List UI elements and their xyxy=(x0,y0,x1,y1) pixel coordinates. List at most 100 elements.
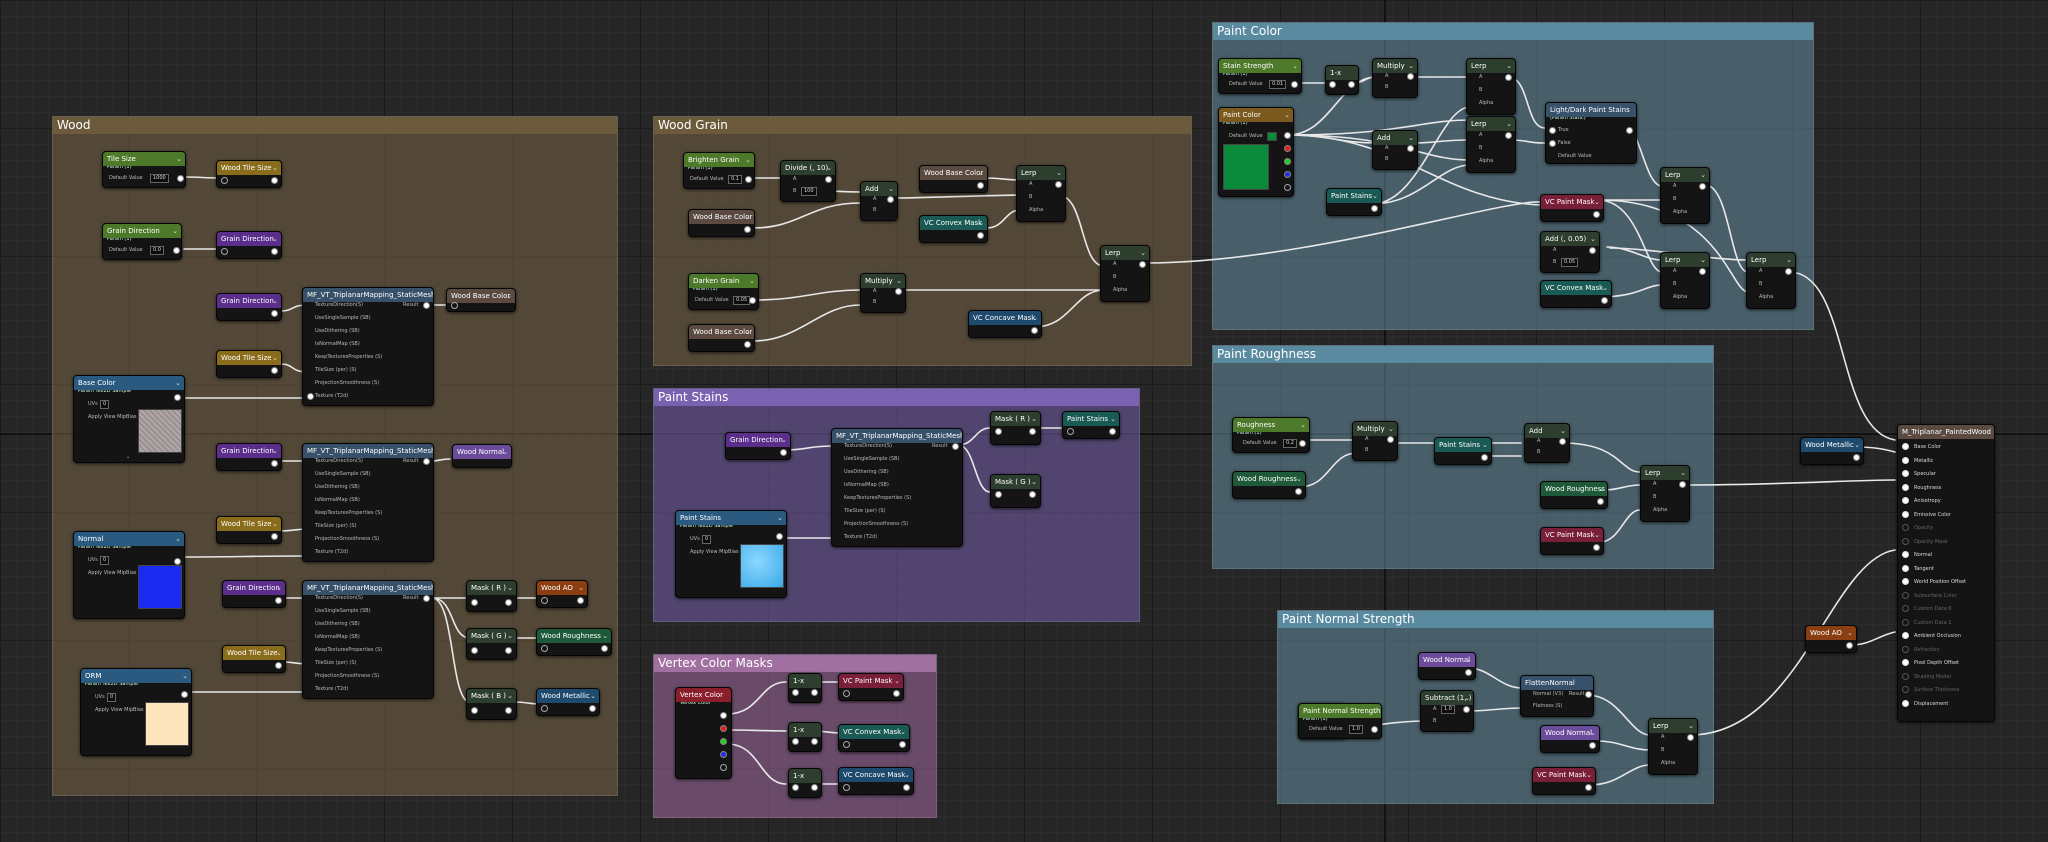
chevron-down-icon[interactable]: ⌄ xyxy=(507,632,513,640)
pin-a[interactable]: A xyxy=(873,288,877,294)
input-pin-icon[interactable] xyxy=(1902,497,1909,504)
default-value-field[interactable]: 0.01 xyxy=(1269,80,1287,89)
pin-alpha[interactable]: Alpha xyxy=(1673,209,1688,215)
light-dark-paint-stains-node[interactable]: Light/Dark Paint Stains (Param Static) T… xyxy=(1545,102,1637,164)
pin-use-dithering[interactable]: UseDithering (SB) xyxy=(844,469,889,475)
vc-concave-mask-reroute[interactable]: VC Concave Mask⌄ xyxy=(838,767,914,795)
output-pin[interactable] xyxy=(271,460,278,467)
output-pin[interactable] xyxy=(1031,327,1038,334)
input-pin-icon[interactable] xyxy=(1902,443,1909,450)
orm-texture-node[interactable]: ORM⌄ Param Tex2D Sample UVs 0 Apply View… xyxy=(80,668,192,756)
pin-a[interactable]: A xyxy=(1385,73,1389,79)
pin-flatness[interactable]: Flatness (S) xyxy=(1533,703,1563,709)
material-pin-refraction[interactable]: Refraction xyxy=(1902,645,1940,653)
output-pin[interactable] xyxy=(1505,132,1512,139)
b-value-field[interactable]: 100 xyxy=(801,187,817,196)
material-pin-base-color[interactable]: Base Color xyxy=(1902,443,1941,450)
wood-roughness-reroute[interactable]: Wood Roughness⌄ xyxy=(536,628,612,656)
default-color-swatch[interactable] xyxy=(1267,132,1277,141)
input-pin[interactable] xyxy=(471,599,478,606)
chevron-down-icon[interactable]: ⌄ xyxy=(826,164,832,172)
material-pin-tangent[interactable]: Tangent xyxy=(1902,564,1934,572)
paint-normal-strength-param-node[interactable]: Paint Normal Strength⌄ Param (1) Default… xyxy=(1298,703,1382,739)
brighten-grain-param-node[interactable]: Brighten Grain⌄ Param (1) Default Value … xyxy=(683,152,755,189)
output-pin-a[interactable] xyxy=(1284,184,1291,191)
wood-normal-reroute[interactable]: Wood Normal⌄ xyxy=(1540,725,1600,753)
pin-alpha[interactable]: Alpha xyxy=(1673,294,1688,300)
add-node[interactable]: Add⌄ A B xyxy=(860,181,898,221)
output-pin[interactable] xyxy=(1371,726,1378,733)
output-pin-g[interactable] xyxy=(720,738,727,745)
chevron-down-icon[interactable]: ⌄ xyxy=(1466,656,1472,664)
output-pin[interactable] xyxy=(744,341,751,348)
pin-texture-direction[interactable]: TextureDirection(S) xyxy=(844,443,892,449)
paint-stains-reroute[interactable]: Paint Stains⌄ xyxy=(1062,411,1120,439)
output-pin[interactable] xyxy=(903,784,910,791)
output-pin[interactable] xyxy=(1299,440,1306,447)
pin-texture-direction[interactable]: TextureDirection(S) xyxy=(315,302,363,308)
output-pin[interactable] xyxy=(1139,261,1146,268)
output-pin[interactable] xyxy=(1109,428,1116,435)
vc-convex-mask-reroute[interactable]: VC Convex Mask⌄ xyxy=(919,215,988,243)
material-pin-anisotropy[interactable]: Anisotropy xyxy=(1902,497,1941,504)
lerp-node[interactable]: Lerp⌄ A B Alpha xyxy=(1648,718,1698,775)
pin-b[interactable]: B xyxy=(1365,447,1369,453)
mask-g-node[interactable]: Mask ( G )⌄ xyxy=(466,628,517,660)
wood-roughness-reroute[interactable]: Wood Roughness⌄ xyxy=(1540,481,1608,509)
output-pin[interactable] xyxy=(423,458,430,465)
chevron-down-icon[interactable]: ⌄ xyxy=(126,454,131,460)
input-pin[interactable] xyxy=(541,705,548,712)
chevron-down-icon[interactable]: ⌄ xyxy=(1688,722,1694,730)
pin-b[interactable]: B xyxy=(1385,84,1389,90)
pin-b[interactable]: B xyxy=(1553,259,1557,265)
add-node[interactable]: Add⌄ A B xyxy=(1372,130,1418,170)
chevron-down-icon[interactable]: ⌄ xyxy=(745,213,751,221)
chevron-down-icon[interactable]: ⌄ xyxy=(272,354,278,362)
chevron-down-icon[interactable]: ⌄ xyxy=(182,672,188,680)
pin-texture-direction[interactable]: TextureDirection(S) xyxy=(315,458,363,464)
output-pin[interactable] xyxy=(1699,268,1706,275)
output-pin-rgb[interactable] xyxy=(1284,132,1291,139)
chevron-down-icon[interactable]: ⌄ xyxy=(749,277,755,285)
wood-metallic-reroute[interactable]: Wood Metallic⌄ xyxy=(1800,437,1864,465)
mask-r-node[interactable]: Mask ( R )⌄ xyxy=(990,411,1041,445)
chevron-down-icon[interactable]: ⌄ xyxy=(1847,629,1853,637)
add-node[interactable]: Add⌄ A B xyxy=(1524,423,1570,463)
chevron-down-icon[interactable]: ⌄ xyxy=(1292,62,1298,70)
output-pin[interactable] xyxy=(174,394,181,401)
output-pin[interactable] xyxy=(181,691,188,698)
pin-a[interactable]: A xyxy=(873,196,877,202)
material-pin-opacity[interactable]: Opacity xyxy=(1902,524,1933,531)
lerp-node[interactable]: Lerp⌄ A B Alpha xyxy=(1100,245,1150,302)
output-pin[interactable] xyxy=(977,182,984,189)
chevron-down-icon[interactable]: ⌄ xyxy=(1786,256,1792,264)
output-pin[interactable] xyxy=(1601,297,1608,304)
pin-keep-texture-properties[interactable]: KeepTexturesProperties (S) xyxy=(315,354,383,360)
pin-b[interactable]: B xyxy=(873,299,877,305)
input-pin[interactable] xyxy=(471,647,478,654)
material-pin-displacement[interactable]: Displacement xyxy=(1902,699,1948,707)
chevron-down-icon[interactable]: ⌄ xyxy=(1372,192,1378,200)
pin-is-normal-map[interactable]: IsNormalMap (SB) xyxy=(315,341,360,347)
pin-b[interactable]: B xyxy=(1479,145,1483,151)
input-pin[interactable] xyxy=(843,784,850,791)
output-pin[interactable] xyxy=(174,558,181,565)
output-pin[interactable] xyxy=(1785,268,1792,275)
input-pin[interactable] xyxy=(843,741,850,748)
one-minus-node[interactable]: 1-x xyxy=(788,673,822,703)
mask-b-node[interactable]: Mask ( B )⌄ xyxy=(466,688,517,720)
subtract-node[interactable]: Subtract (1, )⌄ A 1.0 B xyxy=(1420,690,1474,732)
output-pin[interactable] xyxy=(776,533,783,540)
wood-tile-size-reroute[interactable]: Wood Tile Size⌄ xyxy=(222,645,286,673)
grain-direction-reroute[interactable]: Grain Direction⌄ xyxy=(216,443,282,471)
lerp-node[interactable]: Lerp⌄ A B Alpha xyxy=(1640,465,1690,522)
pin-a[interactable]: A xyxy=(793,176,797,182)
pin-b[interactable]: B xyxy=(1653,494,1657,500)
output-pin[interactable] xyxy=(899,741,906,748)
output-pin[interactable] xyxy=(1559,438,1566,445)
material-pin-metallic[interactable]: Metallic xyxy=(1902,456,1933,464)
output-pin[interactable] xyxy=(1699,183,1706,190)
output-pin[interactable] xyxy=(1585,691,1592,698)
output-pin[interactable] xyxy=(1853,454,1860,461)
output-pin[interactable] xyxy=(601,645,608,652)
